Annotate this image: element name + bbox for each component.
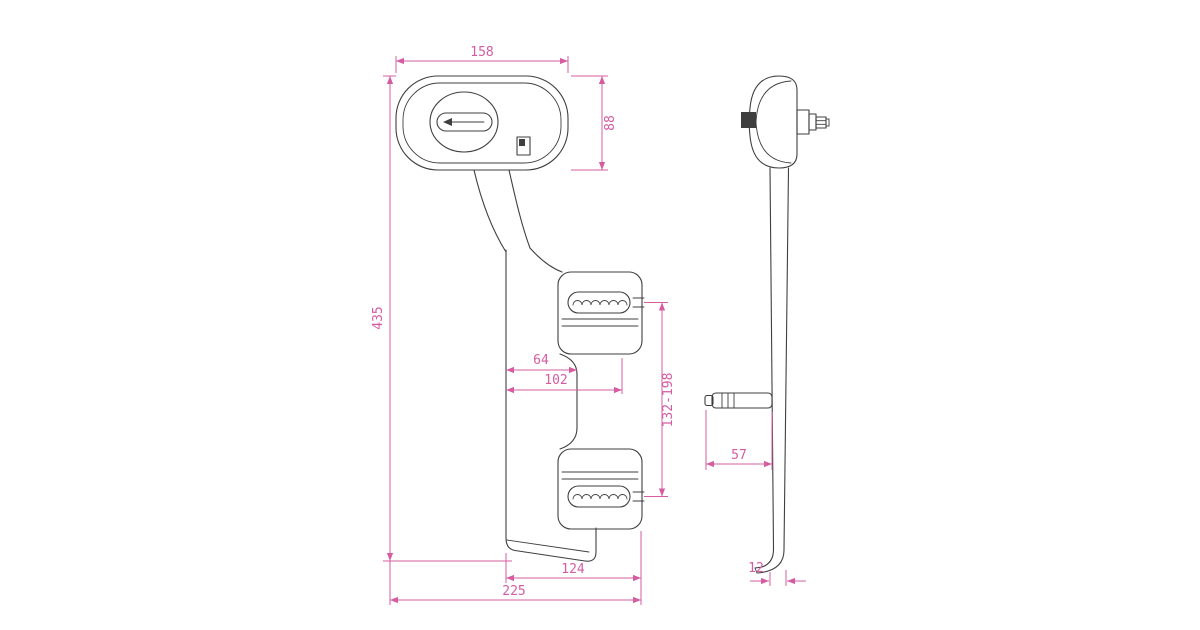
head-inner-outline: [402, 82, 562, 164]
dim-base-width: 124: [505, 531, 642, 605]
dim-adjustable-range: 132-198: [644, 302, 676, 497]
dim-nozzle-inset: 64: [506, 353, 577, 374]
knob-slot: [436, 112, 493, 132]
side-view: [704, 75, 830, 574]
inlet-fitting-thread: [815, 116, 827, 129]
upper-nozzle: [567, 291, 631, 314]
dim-plate-thickness: 12: [748, 561, 806, 586]
dim-label-overall-height: 435: [371, 306, 386, 329]
side-nozzle-tip: [704, 394, 714, 407]
dim-overall-width: 225: [390, 584, 641, 604]
dim-label-adjustable-range: 132-198: [661, 373, 676, 428]
dim-label-head-height: 88: [603, 115, 618, 131]
indicator-mark: [519, 139, 525, 146]
side-head-button: [741, 112, 756, 128]
lower-nozzle-scallops: [572, 494, 628, 500]
side-nozzle-barrel: [711, 392, 773, 409]
plate-right-edge: [756, 167, 790, 574]
body-mid-indent-edge: [559, 353, 578, 450]
front-view: [395, 75, 645, 562]
dim-label-overall-width: 225: [502, 584, 525, 599]
dim-nozzle-depth: 57: [705, 410, 773, 470]
indicator-window: [516, 136, 531, 156]
inlet-fitting-body: [796, 109, 810, 135]
dimensions: 158 88 435 64 102 132-19: [371, 45, 806, 605]
body-bottom-inner-line: [506, 539, 590, 553]
upper-nozzle-housing: [557, 271, 643, 355]
lower-nozzle: [567, 485, 631, 508]
control-knob: [429, 91, 499, 153]
body-left-bottom-edge: [505, 249, 597, 562]
dim-head-height: 88: [571, 75, 618, 171]
dim-nozzle-span: 102: [506, 358, 623, 394]
dim-label-nozzle-inset: 64: [533, 353, 549, 368]
dim-head-width: 158: [395, 45, 569, 73]
dim-label-plate-thickness: 12: [748, 561, 764, 576]
dim-label-nozzle-span: 102: [544, 373, 567, 388]
dim-label-head-width: 158: [470, 45, 493, 60]
head-outline: [395, 75, 569, 171]
side-head-inner-line: [755, 80, 792, 164]
thread-tip: [825, 118, 830, 127]
plate-foot-cap: [754, 567, 758, 574]
lower-nozzle-housing: [557, 448, 643, 530]
dim-label-base-width: 124: [561, 562, 585, 577]
upper-nozzle-scallops: [572, 300, 628, 306]
inlet-fitting-neck: [808, 113, 817, 131]
plate-left-edge: [754, 167, 775, 569]
neck-right-edge: [508, 169, 531, 249]
body-top-right-curve: [529, 247, 563, 273]
knob-arrow-icon: [443, 118, 452, 126]
dim-label-nozzle-depth: 57: [731, 448, 747, 463]
dim-overall-height: 435: [371, 75, 512, 605]
neck-left-edge: [473, 169, 507, 253]
